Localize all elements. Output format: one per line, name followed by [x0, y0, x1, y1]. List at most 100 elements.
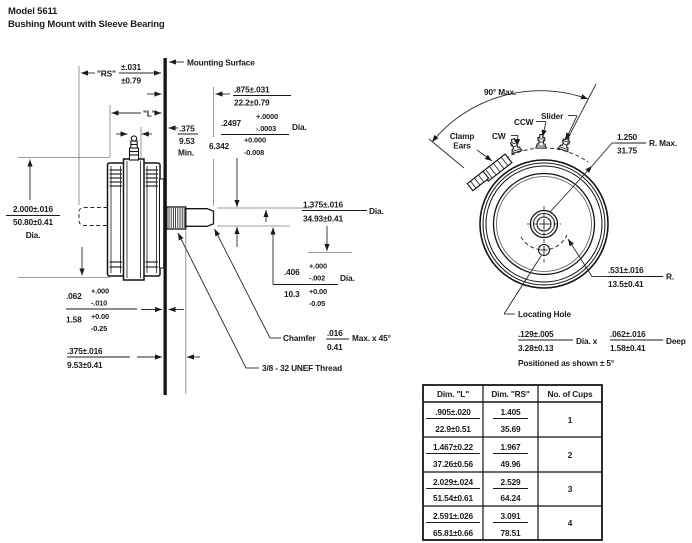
table-row: 1.467±0.22 37.26±0.56 1.967 49.96 2 [426, 442, 573, 469]
cup-section-left [106, 162, 125, 277]
label-slider: Slider [541, 111, 578, 141]
r531-in: .531±.016 [608, 265, 644, 275]
slider-label: Slider [541, 111, 564, 121]
cup-terminal-stripes [109, 169, 158, 268]
dim-bushing-length: .375±.016 9.53±0.41 [67, 346, 200, 370]
dim-875-in: .875±.031 [234, 85, 270, 95]
row2-l-in: 1.467±0.22 [433, 442, 473, 452]
rmax-mm: 31.75 [617, 146, 638, 156]
ccw-label: CCW [514, 117, 534, 127]
table-row: 2.029±.024 51.54±0.61 2.529 64.24 3 [426, 477, 573, 503]
bush-dia-mm: 10.3 [284, 289, 300, 299]
locating-hole-radius-arc [520, 234, 568, 251]
table-row: .905±.020 22.9±0.51 1.405 35.69 1 [426, 407, 573, 434]
lh-deep-mm: 1.58±0.41 [610, 343, 646, 353]
clamp-ear-secondary [466, 170, 490, 192]
dim-375min-mm: 9.53 [179, 136, 195, 146]
dim-body-dia: 2.000±.016 50.80±0.41 Dia. [6, 159, 85, 276]
row3-rs-in: 2.529 [500, 477, 521, 487]
center-section [122, 158, 145, 281]
lh-deep-in: .062±.016 [610, 329, 646, 339]
shaft-dia-mm-plus: +0.000 [244, 136, 266, 145]
cw-label: CW [492, 131, 506, 141]
label-cw: CW [492, 131, 521, 147]
hub-dia-in: 1.375±.016 [303, 200, 343, 210]
rmax-suffix: R. Max. [649, 138, 677, 148]
side-extension-lines [18, 66, 352, 394]
table-row: 2.591±.026 65.81±0.66 3.091 78.51 4 [426, 511, 573, 538]
shaft-dia-mm: 6.342 [209, 141, 230, 151]
angle-max-label: 90° Max. [484, 87, 516, 97]
callout-thread: 3/8 - 32 UNEF Thread [177, 232, 342, 373]
r531-suffix: R. [666, 272, 674, 282]
table-header-l: Dim. "L" [437, 389, 469, 399]
hub-dia-label: Dia. [369, 206, 384, 216]
dim-875: .875±.031 22.2±0.79 [147, 85, 291, 108]
rim-ring-2 [482, 162, 606, 286]
threaded-bushing [166, 206, 187, 230]
panel-mm-plus: +0.00 [91, 312, 109, 321]
dim-375-min: .375 9.53 Min. [168, 124, 198, 158]
locating-hole [537, 243, 551, 257]
shaft-dia-in: .2497 [221, 118, 242, 128]
body-dia-label: Dia. [26, 230, 41, 240]
row4-rs-mm: 78.51 [500, 528, 521, 538]
clamp-label-line1: Clamp [450, 131, 475, 141]
label-ccw: CCW [514, 117, 547, 138]
shaft-dia-in-minus: -.0003 [256, 124, 276, 133]
thread-label: 3/8 - 32 UNEF Thread [262, 363, 342, 373]
lh-dia-mm: 3.28±0.13 [518, 343, 554, 353]
dim-hub-dia: 1.375±.016 34.93±0.41 Dia. [263, 200, 384, 251]
cup-inner-lines [110, 161, 157, 278]
callout-locating-hole: Locating Hole .129±.005 3.28±0.13 Dia. x… [503, 255, 686, 368]
row3-rs-mm: 64.24 [500, 493, 521, 503]
inner-face-circle [496, 176, 592, 272]
dim-shaft-dia: .2497 +.0000 -.0003 Dia. 6.342 +0.000 -0… [209, 112, 307, 247]
bushing-thread-hatch [168, 208, 185, 228]
dim-90-max: 90° Max. [428, 83, 597, 169]
terminal-cw [509, 138, 523, 155]
mounting-panel [163, 58, 167, 395]
rim-ring-3 [485, 165, 603, 283]
chamfer-label: Chamfer [283, 333, 317, 343]
row1-rs-in: 1.405 [500, 407, 521, 417]
shaft [185, 208, 215, 227]
locating-hole-label: Locating Hole [518, 309, 571, 319]
page-title: Model 5611 [8, 6, 58, 17]
rs-tol-in: ±.031 [121, 62, 141, 72]
table-header-cups: No. of Cups [548, 389, 593, 399]
panel-in-minus: -.010 [91, 299, 107, 308]
bush-dia-in-plus: +.000 [309, 262, 327, 271]
terminal-arc [499, 147, 589, 163]
table-header-rs: Dim. "RS" [491, 389, 530, 399]
hub-dia-mm: 34.93±0.41 [303, 214, 343, 224]
bushlen-mm: 9.53±0.41 [67, 360, 103, 370]
bush-dia-mm-minus: -0.05 [309, 299, 325, 308]
bush-dia-in: .406 [284, 267, 300, 277]
chamfer-in: .016 [327, 328, 343, 338]
cup-section-right [142, 162, 161, 277]
mounting-surface-label: Mounting Surface [187, 58, 255, 68]
dimension-table: Dim. "L" Dim. "RS" No. of Cups .905±.020… [422, 384, 603, 541]
dim-r531: .531±.016 13.5±0.41 R. [567, 238, 674, 289]
dim-375min-in: .375 [179, 124, 195, 134]
bush-dia-label: Dia. [340, 273, 355, 283]
r531-mm: 13.5±0.41 [608, 279, 644, 289]
shaft-dia-in-plus: +.0000 [256, 112, 278, 121]
rmax-in: 1.250 [617, 132, 638, 142]
side-view [78, 58, 215, 395]
bush-dia-in-minus: -.002 [309, 274, 325, 283]
bush-dia-mm-plus: +0.00 [309, 287, 327, 296]
callout-chamfer: Chamfer .016 0.41 Max. x 45° [214, 228, 391, 352]
shaft-dia-mm-minus: -0.008 [244, 148, 264, 157]
chamfer-mm: 0.41 [327, 342, 343, 352]
rear-hub-band [159, 178, 165, 269]
body-circle [492, 172, 596, 276]
row2-rs-mm: 49.96 [500, 459, 521, 469]
body-dia-mm: 50.80±0.41 [13, 217, 53, 227]
outer-rim [479, 159, 609, 289]
label-clamp-ears: Clamp Ears [450, 131, 493, 162]
shaft-dia-label: Dia. [292, 122, 307, 132]
